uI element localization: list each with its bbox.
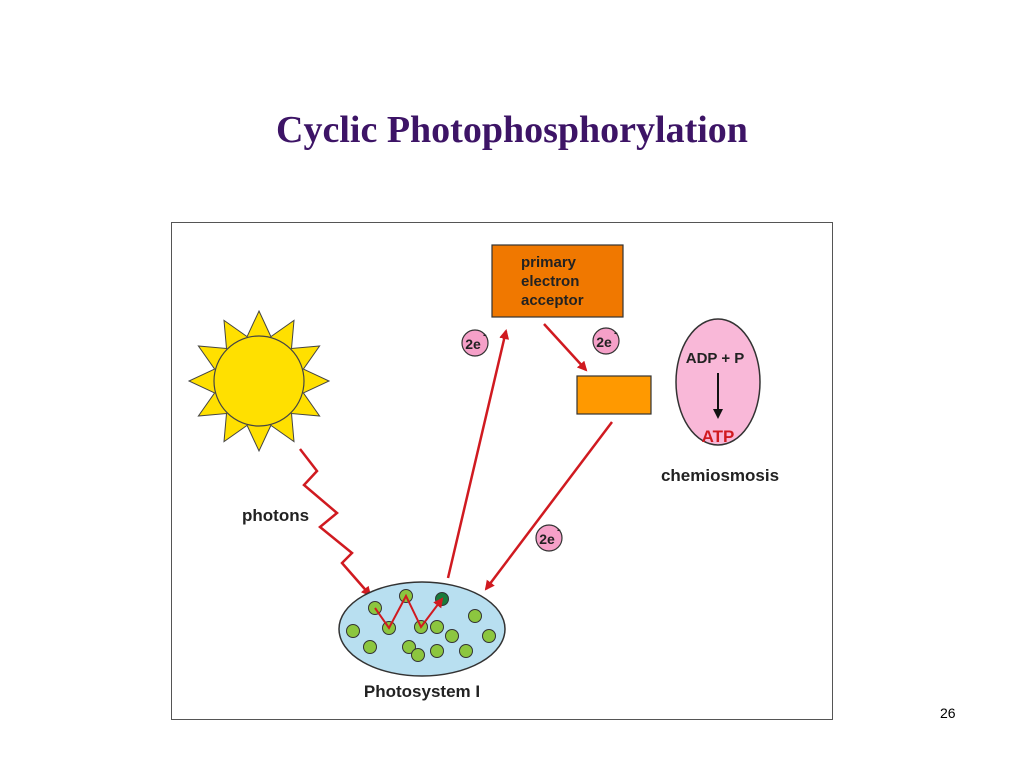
lightning-arrow-icon [299,448,372,597]
electron-badge-icon: 2e - [592,327,620,355]
primary-acceptor-box [491,244,624,318]
sun-icon [187,309,331,453]
pigment-molecule [459,644,473,658]
slide-title: Cyclic Photophosphorylation [276,109,748,151]
page-number: 26 [940,705,956,721]
pigment-molecule [468,609,482,623]
electron-badge-icon: 2e - [535,524,563,552]
photons-label: photons [242,506,309,525]
cyclic-photophosphorylation-diagram: photons Photosystem I primary electron a… [187,244,779,701]
excitation-zigzag [374,593,444,630]
electron-badge-label: 2e [539,531,555,547]
pigment-molecule [346,624,360,638]
pigment-molecule [430,644,444,658]
arrow-carrier-to-photosystem [484,421,613,591]
electron-badge-label: 2e [596,334,612,350]
acceptor-line-1: primary [521,254,577,271]
electron-badge-label: 2e [465,336,481,352]
pigment-molecule [482,629,496,643]
primary-acceptor-label: primary electron acceptor [521,254,584,309]
electron-badge-charge: - [614,327,618,339]
atp-label: ATP [702,427,735,446]
arrow-photosystem-to-acceptor [446,329,510,579]
photosystem-i [338,581,506,677]
acceptor-line-2: electron [521,273,579,290]
acceptor-line-3: acceptor [521,292,584,309]
diagram-frame: photons Photosystem I primary electron a… [171,222,833,720]
arrow-acceptor-to-carrier [543,323,588,372]
chemiosmosis-oval: ADP + P ATP [675,318,761,446]
photosystem-label: Photosystem I [364,682,480,701]
pigment-molecule [363,640,377,654]
pigment-molecule [430,620,444,634]
adp-label: ADP + P [686,350,745,367]
pigment-molecule [411,648,425,662]
electron-badge-icon: 2e - [461,329,489,357]
electron-badge-charge: - [557,524,561,536]
pigment-molecule [445,629,459,643]
electron-carrier-box [576,375,652,415]
electron-badge-charge: - [483,329,487,341]
chemiosmosis-label: chemiosmosis [661,466,779,485]
pigment-molecule [402,640,416,654]
